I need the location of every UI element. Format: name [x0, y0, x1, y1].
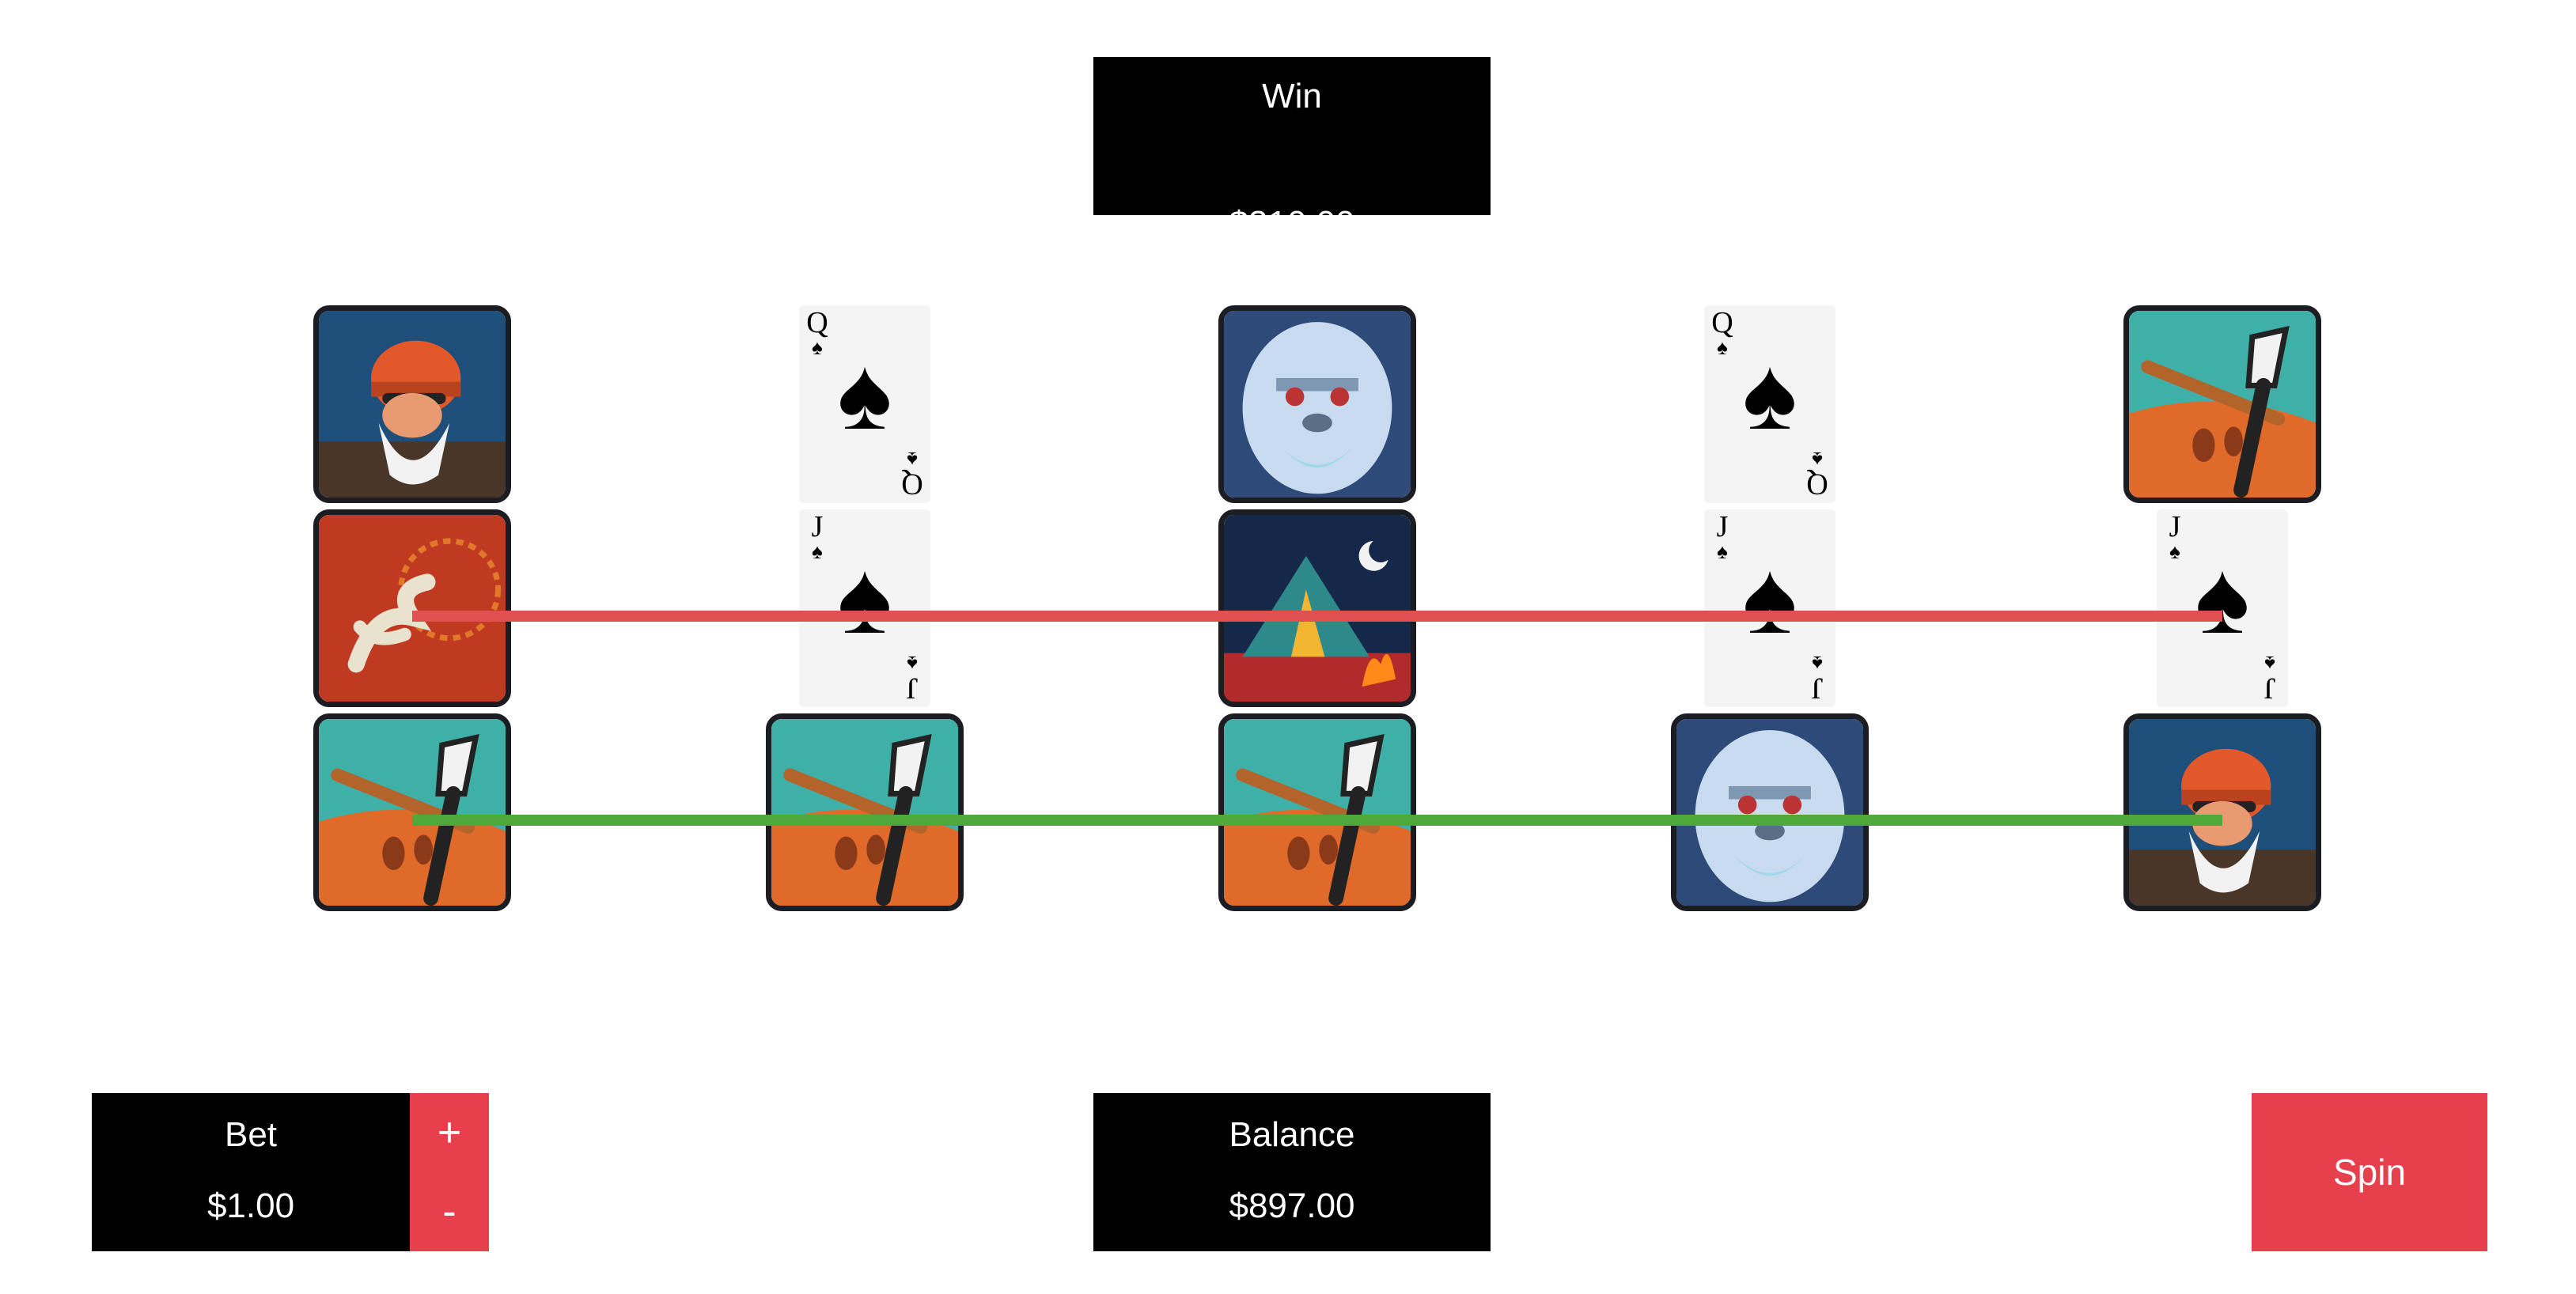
card-index-bottom: J♠	[900, 652, 924, 705]
card-index-top: Q♠	[1710, 307, 1734, 358]
jack-of-spades-icon: J♠♠J♠	[2157, 509, 2288, 707]
spade-icon: ♠	[837, 338, 892, 452]
balance-amount: $897.00	[1229, 1186, 1355, 1225]
card-rank: J	[2169, 510, 2181, 543]
old-miner-icon	[313, 305, 511, 503]
card-index-bottom: Q♠	[900, 448, 924, 501]
card-suit: ♠	[2169, 540, 2180, 563]
card-suit: ♠	[812, 336, 823, 359]
yeti-icon	[1671, 713, 1869, 911]
win-amount: $310.00	[1229, 204, 1355, 243]
card-suit: ♠	[907, 652, 918, 675]
old-miner-icon	[2123, 713, 2321, 911]
card-suit: ♠	[1717, 540, 1728, 563]
card-index-bottom: J♠	[2258, 652, 2282, 705]
spade-icon: ♠	[2195, 542, 2250, 656]
pickaxe-icon	[766, 713, 964, 911]
win-label: Win	[1262, 77, 1322, 115]
spade-icon: ♠	[837, 542, 892, 656]
card-rank: Q	[806, 306, 828, 339]
yeti-icon	[1218, 305, 1416, 503]
bet-amount: $1.00	[206, 1186, 295, 1225]
spade-icon: ♠	[1742, 338, 1798, 452]
card-rank: Q	[901, 467, 923, 501]
win-display: Win $310.00	[1093, 57, 1491, 243]
card-rank: J	[1716, 510, 1729, 543]
card-index-bottom: Q♠	[1805, 448, 1829, 501]
card-suit: ♠	[812, 540, 823, 563]
queen-of-spades-icon: Q♠♠Q♠	[1704, 305, 1835, 503]
card-rank: J	[1811, 672, 1824, 705]
tent-campfire-icon	[1218, 509, 1416, 707]
jack-of-spades-icon: J♠♠J♠	[1704, 509, 1835, 707]
balance-display: Balance $897.00	[1093, 1093, 1491, 1251]
card-suit: ♠	[1717, 336, 1728, 359]
card-suit: ♠	[907, 448, 918, 471]
card-index-top: J♠	[2163, 511, 2187, 562]
card-index-bottom: J♠	[1805, 652, 1829, 705]
bet-decrease-button[interactable]: -	[410, 1172, 489, 1251]
pickaxe-icon	[2123, 305, 2321, 503]
grappling-hook-icon	[313, 509, 511, 707]
spade-icon: ♠	[1742, 542, 1798, 656]
card-index-top: J♠	[805, 511, 829, 562]
bet-increase-button[interactable]: +	[410, 1093, 489, 1172]
card-suit: ♠	[1812, 448, 1823, 471]
jack-of-spades-icon: J♠♠J♠	[799, 509, 930, 707]
queen-of-spades-icon: Q♠♠Q♠	[799, 305, 930, 503]
bet-label: Bet	[224, 1115, 278, 1154]
bet-display: Bet $1.00	[92, 1093, 410, 1251]
balance-label: Balance	[1229, 1115, 1355, 1154]
card-index-top: Q♠	[805, 307, 829, 358]
card-index-top: J♠	[1710, 511, 1734, 562]
card-rank: J	[906, 672, 919, 705]
pickaxe-icon	[313, 713, 511, 911]
card-suit: ♠	[2264, 652, 2275, 675]
card-rank: Q	[1711, 306, 1733, 339]
spin-button[interactable]: Spin	[2252, 1093, 2487, 1251]
pickaxe-icon	[1218, 713, 1416, 911]
card-rank: Q	[1806, 467, 1828, 501]
card-suit: ♠	[1812, 652, 1823, 675]
card-rank: J	[2263, 672, 2276, 705]
card-rank: J	[811, 510, 824, 543]
